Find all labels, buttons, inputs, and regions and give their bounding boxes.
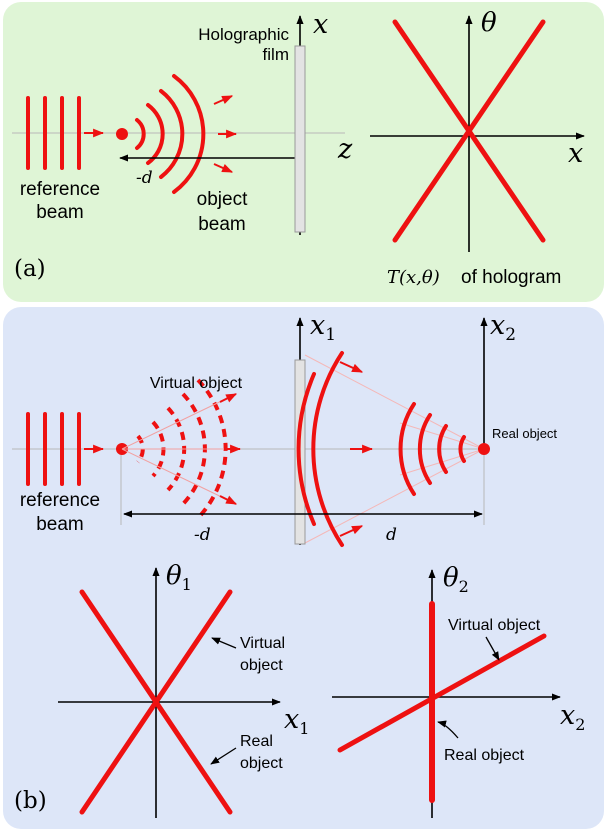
panel-a-hologram-lines bbox=[392, 19, 546, 243]
panel-a-distance-label: -d bbox=[136, 168, 153, 188]
panel-a-label: (a) bbox=[14, 256, 46, 282]
panel-a-caption-math: T(x,θ) bbox=[387, 267, 440, 288]
plot2-lines bbox=[337, 601, 547, 803]
panel-a-axis-z-label: z bbox=[337, 134, 353, 165]
panel-a-object-waves bbox=[135, 74, 206, 194]
plot2-virtual-label: Virtual object bbox=[448, 617, 541, 634]
plot2-real-label: Real object bbox=[444, 747, 525, 764]
panel-b-distance-left-label: -d bbox=[194, 525, 211, 545]
plot1-lines bbox=[79, 589, 233, 815]
plot1-real-label-1: Real bbox=[240, 733, 273, 750]
plot1-real-pointer bbox=[210, 747, 237, 765]
plot1-theta-label: θ1 bbox=[166, 561, 192, 594]
panel-a-reference-label-1: reference bbox=[20, 179, 100, 200]
panel-b-real-arrows bbox=[339, 361, 374, 537]
plot2-x-label: x2 bbox=[560, 700, 585, 734]
panel-b-real-object-label: Real object bbox=[492, 426, 557, 441]
panel-b-axis-x2-label: x2 bbox=[490, 310, 516, 345]
panel-b-axis-x1-label: x1 bbox=[310, 310, 336, 345]
panel-b-real-waves bbox=[296, 351, 466, 547]
panel-a-film-label-2: film bbox=[263, 45, 289, 64]
panel-a-object-point bbox=[116, 128, 128, 140]
panel-a-phase-theta-label: θ bbox=[481, 8, 497, 38]
panel-b-reference-label-2: beam bbox=[36, 514, 84, 535]
panel-a-caption-text: of hologram bbox=[461, 267, 561, 288]
panel-a-reference-label-2: beam bbox=[36, 202, 84, 223]
panel-b-virtual-rays bbox=[121, 395, 236, 503]
plot1-real-label-2: object bbox=[240, 755, 283, 772]
plot1-virtual-pointer bbox=[211, 637, 237, 649]
panel-b-virtual-object-label: Virtual object bbox=[150, 375, 243, 392]
plot1-virtual-label-1: Virtual bbox=[240, 635, 285, 652]
panel-a-axis-x-label: x bbox=[313, 9, 328, 40]
panel-b-virtual-arrows bbox=[219, 393, 242, 505]
panel-a-reference-waves bbox=[26, 96, 81, 170]
panel-a-phase-x-label: x bbox=[568, 138, 583, 169]
panel-b-label: (b) bbox=[14, 788, 47, 814]
plot1-x-label: x1 bbox=[284, 704, 309, 738]
panel-b-real-object-point bbox=[478, 443, 490, 455]
plot2-virtual-pointer bbox=[485, 636, 500, 661]
panel-b-reference-waves bbox=[26, 412, 81, 486]
panel-a-film-label-1: Holographic bbox=[198, 25, 289, 44]
panel-a-object-rays bbox=[213, 95, 238, 173]
panel-b-distance-right-label: d bbox=[386, 525, 397, 545]
panel-a-holographic-film bbox=[294, 45, 306, 233]
panel-a-object-label-1: object bbox=[197, 189, 248, 210]
panel-a-object-label-2: beam bbox=[198, 214, 246, 235]
panel-b-reference-label-1: reference bbox=[20, 490, 100, 511]
plot2-real-pointer bbox=[437, 720, 459, 739]
plot1-virtual-label-2: object bbox=[240, 657, 283, 674]
plot2-theta-label: θ2 bbox=[443, 563, 469, 596]
